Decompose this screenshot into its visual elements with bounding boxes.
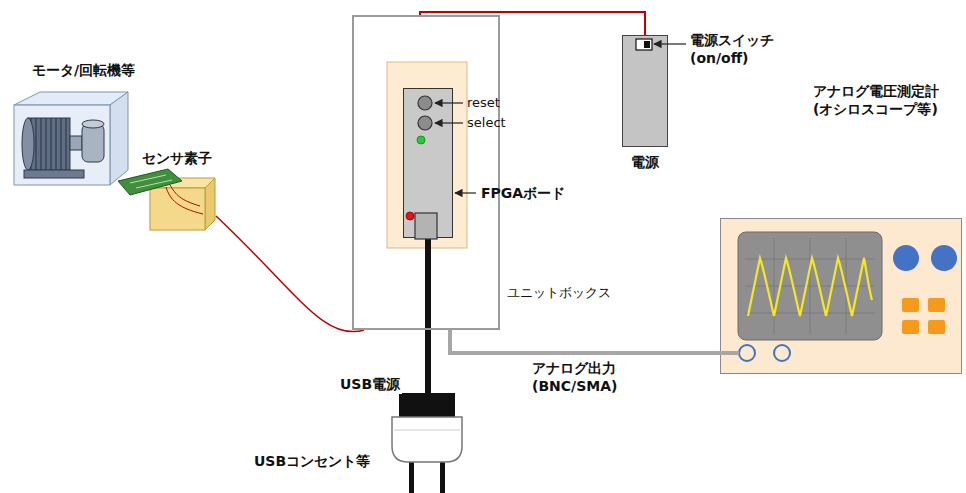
button-label: select (467, 115, 506, 131)
oscilloscope-screen (738, 232, 882, 340)
motor-illustration (14, 92, 128, 185)
power-switch (636, 39, 652, 50)
node-label: モータ/回転機等 (32, 62, 135, 80)
usb-outlet: USBコンセント等 (390, 393, 464, 465)
leader-line (654, 43, 686, 44)
button (902, 298, 919, 312)
usb-cable (425, 238, 431, 393)
button (928, 298, 945, 312)
bnc-port (774, 345, 790, 361)
button (928, 320, 945, 334)
leader-line (435, 122, 463, 123)
sensor-illustration (118, 169, 215, 230)
status-led (417, 136, 425, 144)
edge-label: USB電源 (338, 376, 402, 394)
sensor-wire (216, 216, 364, 332)
bnc-port (739, 345, 755, 361)
button (902, 320, 919, 334)
probe-wire (720, 351, 739, 355)
node-label: 電源 (631, 154, 659, 172)
node-label: アナログ電圧測定計 (オシロスコープ等) (813, 83, 963, 118)
reset-button (418, 96, 432, 110)
leader-line (435, 102, 463, 103)
node-label: USBコンセント等 (254, 453, 370, 471)
power-led (406, 212, 414, 220)
knob (931, 245, 957, 271)
power-supply: 電源 (622, 35, 668, 147)
analog-cable (450, 330, 720, 353)
switch-label: 電源スイッチ (on/off) (690, 32, 790, 67)
node-label: ユニットボックス (507, 285, 611, 301)
edge-label: アナログ出力 (BNC/SMA) (530, 360, 659, 395)
leader-line (455, 192, 476, 193)
usb-plug (392, 393, 462, 493)
mount-panel (387, 62, 467, 248)
knob (893, 245, 919, 271)
unit-box: ユニットボックスFPGAボード (352, 15, 500, 330)
switch-lever (644, 41, 650, 48)
oscilloscope: アナログ電圧測定計 (オシロスコープ等) (720, 218, 962, 374)
node-label: センサ素子 (142, 150, 212, 168)
node-label: FPGAボード (481, 185, 565, 203)
fpga-board: FPGAボード (403, 88, 453, 238)
machine-node: モータ/回転機等 (10, 60, 139, 188)
sensor-node: センサ素子 (140, 148, 216, 230)
button-label: reset (467, 95, 500, 111)
select-button (418, 116, 432, 130)
usb-connector (415, 213, 437, 239)
